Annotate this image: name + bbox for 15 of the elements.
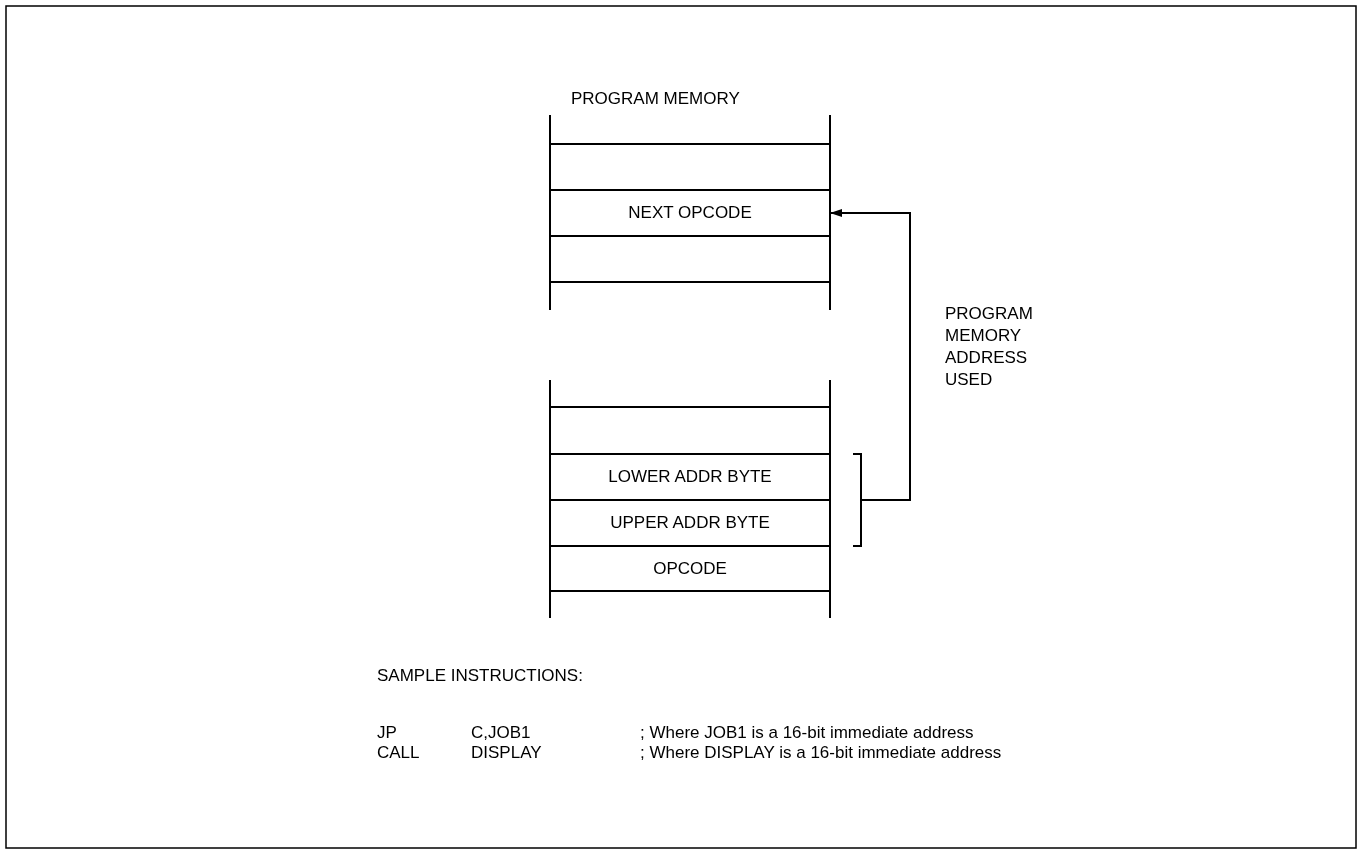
instruction-operand: DISPLAY [471, 742, 542, 764]
section-heading: SAMPLE INSTRUCTIONS: [377, 665, 583, 687]
instruction-comment: ; Where JOB1 is a 16-bit immediate address [640, 722, 974, 744]
bracket [853, 453, 862, 547]
arrow [829, 209, 911, 501]
memory-title: PROGRAM MEMORY [571, 88, 740, 110]
memory-cell: UPPER ADDR BYTE [550, 499, 830, 547]
instruction-mnemonic: JP [377, 722, 397, 744]
memory-cell: LOWER ADDR BYTE [550, 453, 830, 501]
instruction-comment: ; Where DISPLAY is a 16-bit immediate address [640, 742, 1002, 764]
instruction-mnemonic: CALL [377, 742, 420, 764]
memory-cell: NEXT OPCODE [550, 189, 830, 237]
instruction-operand: C,JOB1 [471, 722, 531, 744]
memory-cell: OPCODE [550, 545, 830, 592]
annotation: PROGRAM MEMORY ADDRESS USED [945, 303, 1034, 391]
